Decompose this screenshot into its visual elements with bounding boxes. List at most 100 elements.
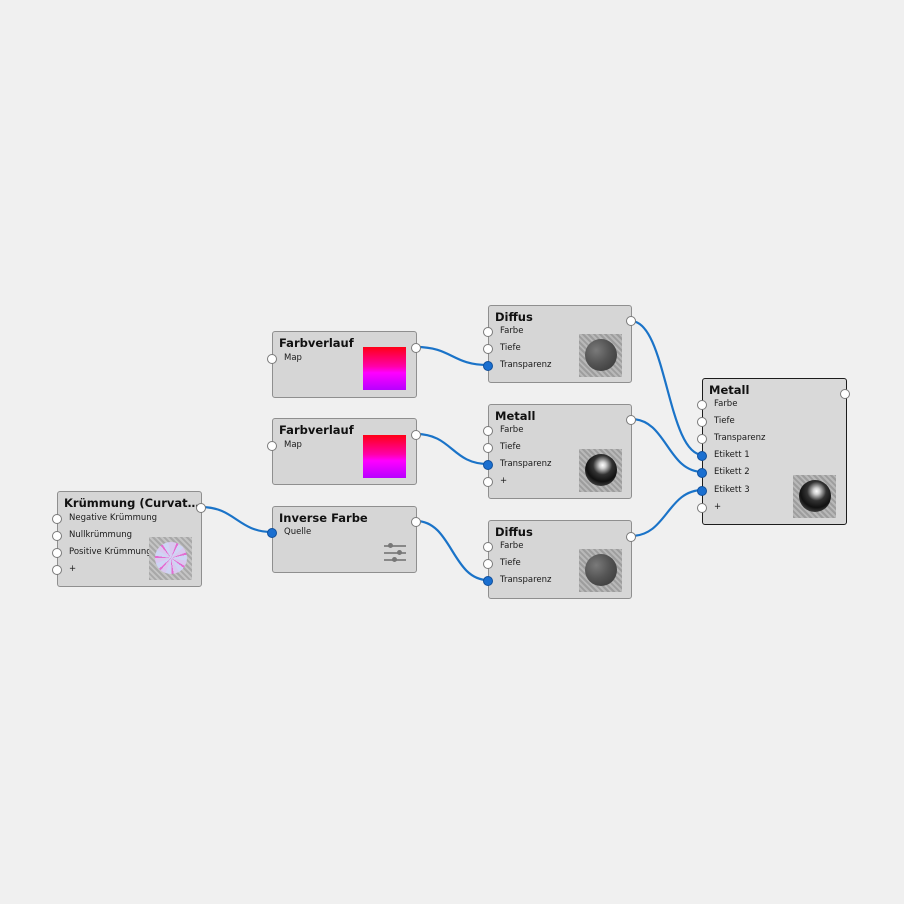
- port-label: Etikett 1: [714, 450, 750, 460]
- input-port[interactable]: [52, 548, 62, 558]
- node-title: Farbverlauf: [279, 336, 354, 350]
- port-label: Transparenz: [500, 575, 552, 585]
- add-input-port[interactable]: [483, 477, 493, 487]
- port-label: +: [69, 564, 77, 574]
- wire-invert-to-diffuse2: [415, 519, 489, 582]
- output-port[interactable]: [626, 415, 636, 425]
- port-row: Nullkrümmung: [52, 528, 201, 545]
- port-row: Etikett 3: [697, 483, 846, 500]
- node-metal-output[interactable]: Metall Farbe Tiefe Transparenz Etikett 1…: [697, 378, 850, 525]
- input-port[interactable]: [697, 451, 707, 461]
- input-port[interactable]: [697, 434, 707, 444]
- gradient-preview: [363, 347, 406, 390]
- node-curvature[interactable]: Krümmung (Curvat… Negative Krümmung Null…: [52, 491, 206, 587]
- port-label: Tiefe: [500, 442, 521, 452]
- curvature-sphere-preview: [149, 537, 192, 580]
- port-label: Positive Krümmung: [69, 547, 152, 557]
- port-row: Map: [267, 438, 416, 455]
- node-diffuse-1[interactable]: Diffus Farbe Tiefe Transparenz: [483, 305, 636, 383]
- node-title: Diffus: [495, 310, 533, 324]
- add-input-port[interactable]: [697, 503, 707, 513]
- sliders-icon[interactable]: [384, 543, 408, 565]
- input-port[interactable]: [483, 344, 493, 354]
- output-port[interactable]: [626, 316, 636, 326]
- port-row: Tiefe: [697, 414, 846, 431]
- node-gradient-1[interactable]: Farbverlauf Map: [267, 331, 421, 398]
- port-row: Tiefe: [483, 341, 631, 358]
- output-port[interactable]: [411, 343, 421, 353]
- node-title: Metall: [495, 409, 536, 423]
- port-row: Tiefe: [483, 556, 631, 573]
- wire-metal1-to-etikett2: [630, 417, 704, 474]
- port-label: Tiefe: [500, 343, 521, 353]
- input-port[interactable]: [52, 531, 62, 541]
- wire-gradient1-to-diffuse1: [415, 345, 489, 367]
- input-port[interactable]: [267, 354, 277, 364]
- input-port[interactable]: [267, 441, 277, 451]
- node-metal-1[interactable]: Metall Farbe Tiefe Transparenz +: [483, 404, 636, 499]
- gradient-preview: [363, 435, 406, 478]
- wire-diffuse2-to-etikett3: [630, 488, 704, 538]
- metal-sphere-preview: [579, 449, 622, 492]
- output-port[interactable]: [196, 503, 206, 513]
- output-port[interactable]: [626, 532, 636, 542]
- input-port[interactable]: [267, 528, 277, 538]
- port-row: Transparenz: [483, 358, 631, 375]
- output-port[interactable]: [411, 517, 421, 527]
- port-row: Tiefe: [483, 440, 631, 457]
- port-label: Farbe: [500, 326, 524, 336]
- output-port[interactable]: [411, 430, 421, 440]
- output-port[interactable]: [840, 389, 850, 399]
- input-port[interactable]: [483, 443, 493, 453]
- wire-gradient2-to-metal1: [415, 432, 489, 466]
- port-label: Negative Krümmung: [69, 513, 158, 523]
- port-label: Farbe: [500, 425, 524, 435]
- input-port[interactable]: [483, 361, 493, 371]
- input-port[interactable]: [697, 400, 707, 410]
- node-title: Krümmung (Curvat…: [64, 496, 200, 510]
- wire-diffuse1-to-etikett1: [630, 319, 704, 457]
- port-label: Farbe: [714, 399, 738, 409]
- diffuse-sphere-preview: [579, 549, 622, 592]
- input-port[interactable]: [697, 417, 707, 427]
- input-port[interactable]: [697, 468, 707, 478]
- port-row: Farbe: [697, 397, 846, 414]
- port-row: Etikett 1: [697, 448, 846, 465]
- input-port[interactable]: [483, 426, 493, 436]
- port-label: Etikett 3: [714, 485, 750, 495]
- port-label: Transparenz: [500, 360, 552, 370]
- input-port[interactable]: [697, 486, 707, 496]
- wire-curvature-to-invert: [200, 505, 273, 534]
- port-label: Tiefe: [714, 416, 735, 426]
- port-row: Farbe: [483, 324, 631, 341]
- port-row: +: [697, 500, 846, 517]
- input-port[interactable]: [483, 576, 493, 586]
- port-row: Quelle: [267, 525, 416, 542]
- port-row: Farbe: [483, 423, 631, 440]
- port-row: Etikett 2: [697, 465, 846, 482]
- port-label: +: [500, 476, 508, 486]
- input-port[interactable]: [483, 460, 493, 470]
- port-label: Transparenz: [500, 459, 552, 469]
- port-label: Farbe: [500, 541, 524, 551]
- metal-sphere-preview: [793, 475, 836, 518]
- port-row: +: [52, 562, 201, 579]
- input-port[interactable]: [483, 542, 493, 552]
- port-row: Positive Krümmung: [52, 545, 201, 562]
- port-row: Transparenz: [697, 431, 846, 448]
- port-label: +: [714, 502, 722, 512]
- node-title: Inverse Farbe: [279, 511, 368, 525]
- node-title: Metall: [709, 383, 750, 397]
- port-row: +: [483, 474, 631, 491]
- node-gradient-2[interactable]: Farbverlauf Map: [267, 418, 421, 485]
- input-port[interactable]: [483, 559, 493, 569]
- node-title: Diffus: [495, 525, 533, 539]
- diffuse-sphere-preview: [579, 334, 622, 377]
- input-port[interactable]: [483, 327, 493, 337]
- input-port[interactable]: [52, 514, 62, 524]
- add-input-port[interactable]: [52, 565, 62, 575]
- port-label: Map: [284, 440, 302, 450]
- node-invert-color[interactable]: Inverse Farbe Quelle: [267, 506, 421, 573]
- node-diffuse-2[interactable]: Diffus Farbe Tiefe Transparenz: [483, 520, 636, 599]
